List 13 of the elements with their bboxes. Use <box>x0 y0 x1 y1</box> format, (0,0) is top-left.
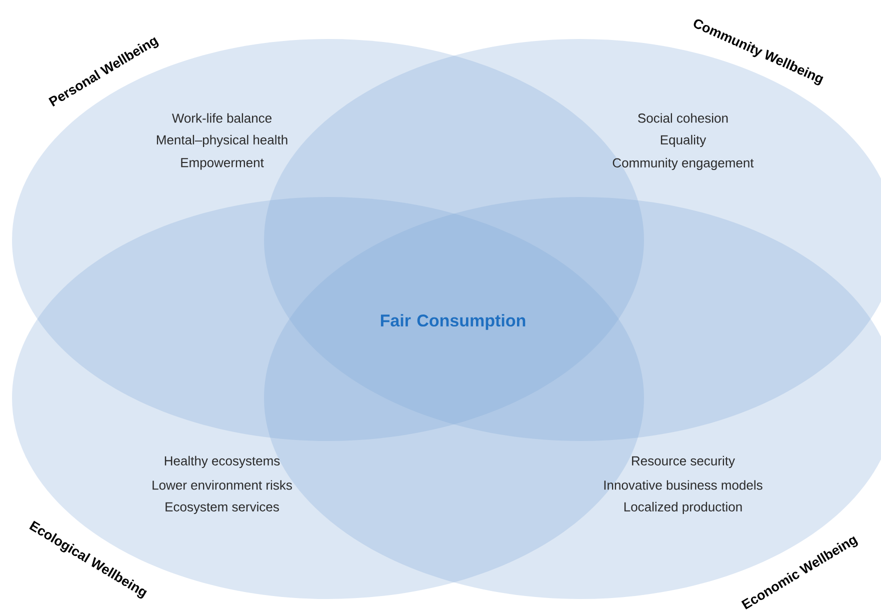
item-text: Mental–physical health <box>156 134 288 148</box>
item-text: Equality <box>660 134 706 148</box>
item-text: Localized production <box>624 502 742 514</box>
item-text: Healthy ecosystems <box>164 456 280 468</box>
item-text: Ecosystem services <box>166 502 279 514</box>
item-text: Community engagement <box>612 158 754 170</box>
center-title: Fair Consumption <box>380 314 526 330</box>
item-text: Work-life balance <box>172 113 272 123</box>
item-text: Lower environment risks <box>152 480 292 490</box>
item-text: Empowerment <box>181 158 264 170</box>
item-text: Innovative business models <box>604 480 762 490</box>
item-text: Resource security <box>632 456 735 468</box>
item-text: Social cohesion <box>638 113 728 123</box>
